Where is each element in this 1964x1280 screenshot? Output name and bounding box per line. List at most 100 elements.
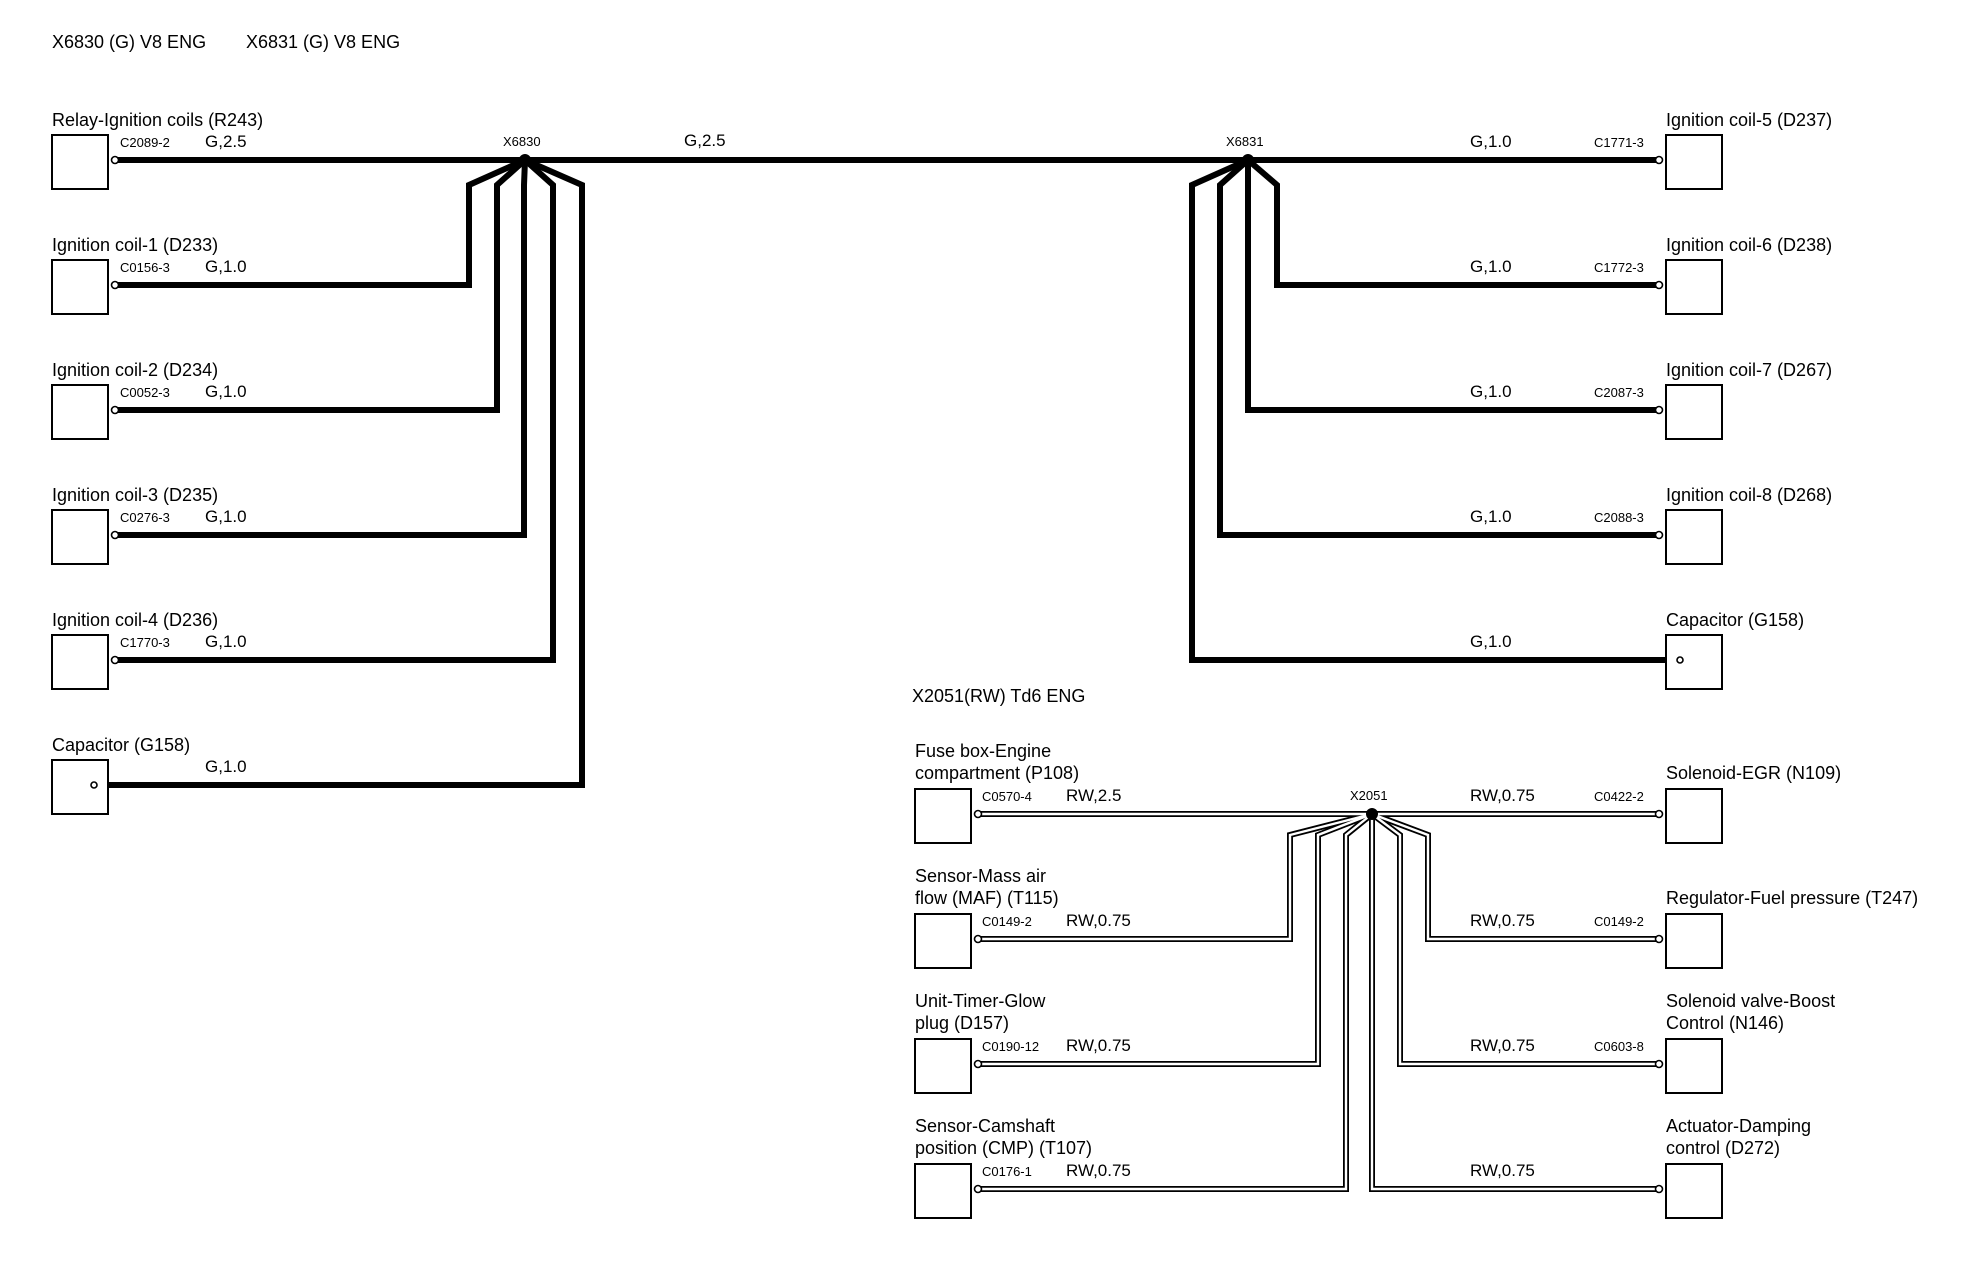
svg-text:G,1.0: G,1.0 bbox=[205, 257, 247, 276]
component-ignition-coil-8: Ignition coil-8 (D268) C2088-3 G,1.0 bbox=[1470, 485, 1832, 565]
svg-text:C0176-1: C0176-1 bbox=[982, 1164, 1032, 1179]
v8-right-components: Ignition coil-5 (D237) C1771-3 G,1.0 Ign… bbox=[1470, 110, 1832, 690]
svg-text:Ignition coil-5 (D237): Ignition coil-5 (D237) bbox=[1666, 110, 1832, 130]
svg-text:Capacitor (G158): Capacitor (G158) bbox=[1666, 610, 1804, 630]
svg-text:G,1.0: G,1.0 bbox=[1470, 382, 1512, 401]
component-ignition-coil-4: Ignition coil-4 (D236) C1770-3 G,1.0 bbox=[51, 610, 247, 690]
svg-text:C2089-2: C2089-2 bbox=[120, 135, 170, 150]
component-solenoid-valve-boost: Solenoid valve-Boost Control (N146) C060… bbox=[1470, 991, 1835, 1094]
svg-text:compartment (P108): compartment (P108) bbox=[915, 763, 1079, 783]
svg-text:Solenoid-EGR (N109): Solenoid-EGR (N109) bbox=[1666, 763, 1841, 783]
splice-label-x2051: X2051 bbox=[1350, 788, 1388, 803]
svg-text:C0422-2: C0422-2 bbox=[1594, 789, 1644, 804]
splice-label-x6830: X6830 bbox=[503, 134, 541, 149]
svg-text:Ignition coil-3 (D235): Ignition coil-3 (D235) bbox=[52, 485, 218, 505]
svg-text:Regulator-Fuel pressure (T247): Regulator-Fuel pressure (T247) bbox=[1666, 888, 1918, 908]
svg-text:Ignition coil-2 (D234): Ignition coil-2 (D234) bbox=[52, 360, 218, 380]
svg-text:Solenoid valve-Boost: Solenoid valve-Boost bbox=[1666, 991, 1835, 1011]
svg-text:C0149-2: C0149-2 bbox=[982, 914, 1032, 929]
svg-text:C2088-3: C2088-3 bbox=[1594, 510, 1644, 525]
svg-text:control (D272): control (D272) bbox=[1666, 1138, 1780, 1158]
svg-text:Unit-Timer-Glow: Unit-Timer-Glow bbox=[915, 991, 1046, 1011]
td6-wires bbox=[975, 808, 1660, 1192]
svg-text:C1771-3: C1771-3 bbox=[1594, 135, 1644, 150]
component-ignition-coil-3: Ignition coil-3 (D235) C0276-3 G,1.0 bbox=[51, 485, 247, 565]
svg-text:C0156-3: C0156-3 bbox=[120, 260, 170, 275]
svg-text:RW,2.5: RW,2.5 bbox=[1066, 786, 1121, 805]
component-ignition-coil-2: Ignition coil-2 (D234) C0052-3 G,1.0 bbox=[51, 360, 247, 440]
branch-capacitor-right bbox=[1189, 157, 1680, 663]
svg-text:C0190-12: C0190-12 bbox=[982, 1039, 1039, 1054]
svg-text:RW,0.75: RW,0.75 bbox=[1470, 1036, 1535, 1055]
svg-text:Relay-Ignition coils (R243): Relay-Ignition coils (R243) bbox=[52, 110, 263, 130]
v8-wires bbox=[92, 154, 1680, 788]
component-unit-timer-glow-plug: Unit-Timer-Glow plug (D157) C0190-12 RW,… bbox=[914, 991, 1131, 1094]
td6-right-components: Solenoid-EGR (N109) C0422-2 RW,0.75 Regu… bbox=[1470, 763, 1918, 1219]
svg-text:Actuator-Damping: Actuator-Damping bbox=[1666, 1116, 1811, 1136]
component-ignition-coil-1: Ignition coil-1 (D233) C0156-3 G,1.0 bbox=[51, 235, 247, 315]
branch-coil-6 bbox=[1246, 157, 1662, 288]
title-x6830-v8: X6830 (G) V8 ENG bbox=[52, 32, 206, 52]
splice-x2051-dot bbox=[1366, 808, 1378, 820]
trunk-wire-label: G,2.5 bbox=[684, 131, 726, 150]
svg-text:C1772-3: C1772-3 bbox=[1594, 260, 1644, 275]
component-capacitor-left: Capacitor (G158) G,1.0 bbox=[51, 735, 247, 815]
svg-text:G,1.0: G,1.0 bbox=[205, 507, 247, 526]
svg-text:RW,0.75: RW,0.75 bbox=[1470, 786, 1535, 805]
svg-text:Ignition coil-7 (D267): Ignition coil-7 (D267) bbox=[1666, 360, 1832, 380]
svg-text:C0570-4: C0570-4 bbox=[982, 789, 1032, 804]
branch-coil-4 bbox=[112, 157, 556, 663]
svg-text:RW,0.75: RW,0.75 bbox=[1470, 911, 1535, 930]
svg-text:RW,0.75: RW,0.75 bbox=[1066, 1036, 1131, 1055]
splice-x6831-dot bbox=[1242, 154, 1254, 166]
svg-text:Ignition coil-8 (D268): Ignition coil-8 (D268) bbox=[1666, 485, 1832, 505]
svg-text:G,1.0: G,1.0 bbox=[205, 632, 247, 651]
svg-text:Sensor-Mass air: Sensor-Mass air bbox=[915, 866, 1046, 886]
title-x2051-td6: X2051(RW) Td6 ENG bbox=[912, 686, 1085, 706]
splice-x6830-dot bbox=[519, 154, 531, 166]
branch-coil-3 bbox=[112, 159, 528, 538]
svg-text:C2087-3: C2087-3 bbox=[1594, 385, 1644, 400]
svg-text:RW,0.75: RW,0.75 bbox=[1470, 1161, 1535, 1180]
svg-text:C0603-8: C0603-8 bbox=[1594, 1039, 1644, 1054]
component-sensor-camshaft: Sensor-Camshaft position (CMP) (T107) C0… bbox=[914, 1116, 1131, 1219]
branch-capacitor-left bbox=[92, 157, 585, 788]
component-ignition-coil-6: Ignition coil-6 (D238) C1772-3 G,1.0 bbox=[1470, 235, 1832, 315]
branch-coil-8 bbox=[1217, 157, 1662, 538]
component-regulator-fuel-pressure: Regulator-Fuel pressure (T247) C0149-2 R… bbox=[1470, 888, 1918, 969]
svg-text:Sensor-Camshaft: Sensor-Camshaft bbox=[915, 1116, 1055, 1136]
svg-text:C0276-3: C0276-3 bbox=[120, 510, 170, 525]
v8-left-components: Relay-Ignition coils (R243) C2089-2 G,2.… bbox=[51, 110, 263, 815]
svg-text:G,1.0: G,1.0 bbox=[1470, 257, 1512, 276]
svg-text:Capacitor (G158): Capacitor (G158) bbox=[52, 735, 190, 755]
svg-text:G,1.0: G,1.0 bbox=[205, 757, 247, 776]
component-sensor-maf: Sensor-Mass air flow (MAF) (T115) C0149-… bbox=[914, 866, 1131, 969]
svg-text:G,1.0: G,1.0 bbox=[1470, 132, 1512, 151]
branch-coil-1 bbox=[112, 157, 527, 288]
svg-text:C1770-3: C1770-3 bbox=[120, 635, 170, 650]
component-solenoid-egr: Solenoid-EGR (N109) C0422-2 RW,0.75 bbox=[1470, 763, 1841, 844]
branch-coil-7 bbox=[1245, 160, 1662, 413]
branch-coil-2 bbox=[112, 157, 527, 413]
svg-text:C0052-3: C0052-3 bbox=[120, 385, 170, 400]
svg-text:G,1.0: G,1.0 bbox=[1470, 632, 1512, 651]
svg-text:G,1.0: G,1.0 bbox=[205, 382, 247, 401]
title-x6831-v8: X6831 (G) V8 ENG bbox=[246, 32, 400, 52]
component-fuse-box-engine: Fuse box-Engine compartment (P108) C0570… bbox=[914, 741, 1121, 844]
svg-text:RW,0.75: RW,0.75 bbox=[1066, 1161, 1131, 1180]
svg-text:plug (D157): plug (D157) bbox=[915, 1013, 1009, 1033]
splice-label-x6831: X6831 bbox=[1226, 134, 1264, 149]
svg-text:position (CMP) (T107): position (CMP) (T107) bbox=[915, 1138, 1092, 1158]
svg-text:Control (N146): Control (N146) bbox=[1666, 1013, 1784, 1033]
component-actuator-damping: Actuator-Damping control (D272) RW,0.75 bbox=[1470, 1116, 1811, 1219]
component-relay-ignition-coils: Relay-Ignition coils (R243) C2089-2 G,2.… bbox=[51, 110, 263, 190]
svg-text:RW,0.75: RW,0.75 bbox=[1066, 911, 1131, 930]
svg-text:Fuse box-Engine: Fuse box-Engine bbox=[915, 741, 1051, 761]
td6-left-components: Fuse box-Engine compartment (P108) C0570… bbox=[914, 741, 1131, 1219]
svg-text:G,1.0: G,1.0 bbox=[1470, 507, 1512, 526]
component-ignition-coil-7: Ignition coil-7 (D267) C2087-3 G,1.0 bbox=[1470, 360, 1832, 440]
svg-text:flow (MAF) (T115): flow (MAF) (T115) bbox=[915, 888, 1059, 908]
component-ignition-coil-5: Ignition coil-5 (D237) C1771-3 G,1.0 bbox=[1470, 110, 1832, 190]
svg-text:Ignition coil-4 (D236): Ignition coil-4 (D236) bbox=[52, 610, 218, 630]
